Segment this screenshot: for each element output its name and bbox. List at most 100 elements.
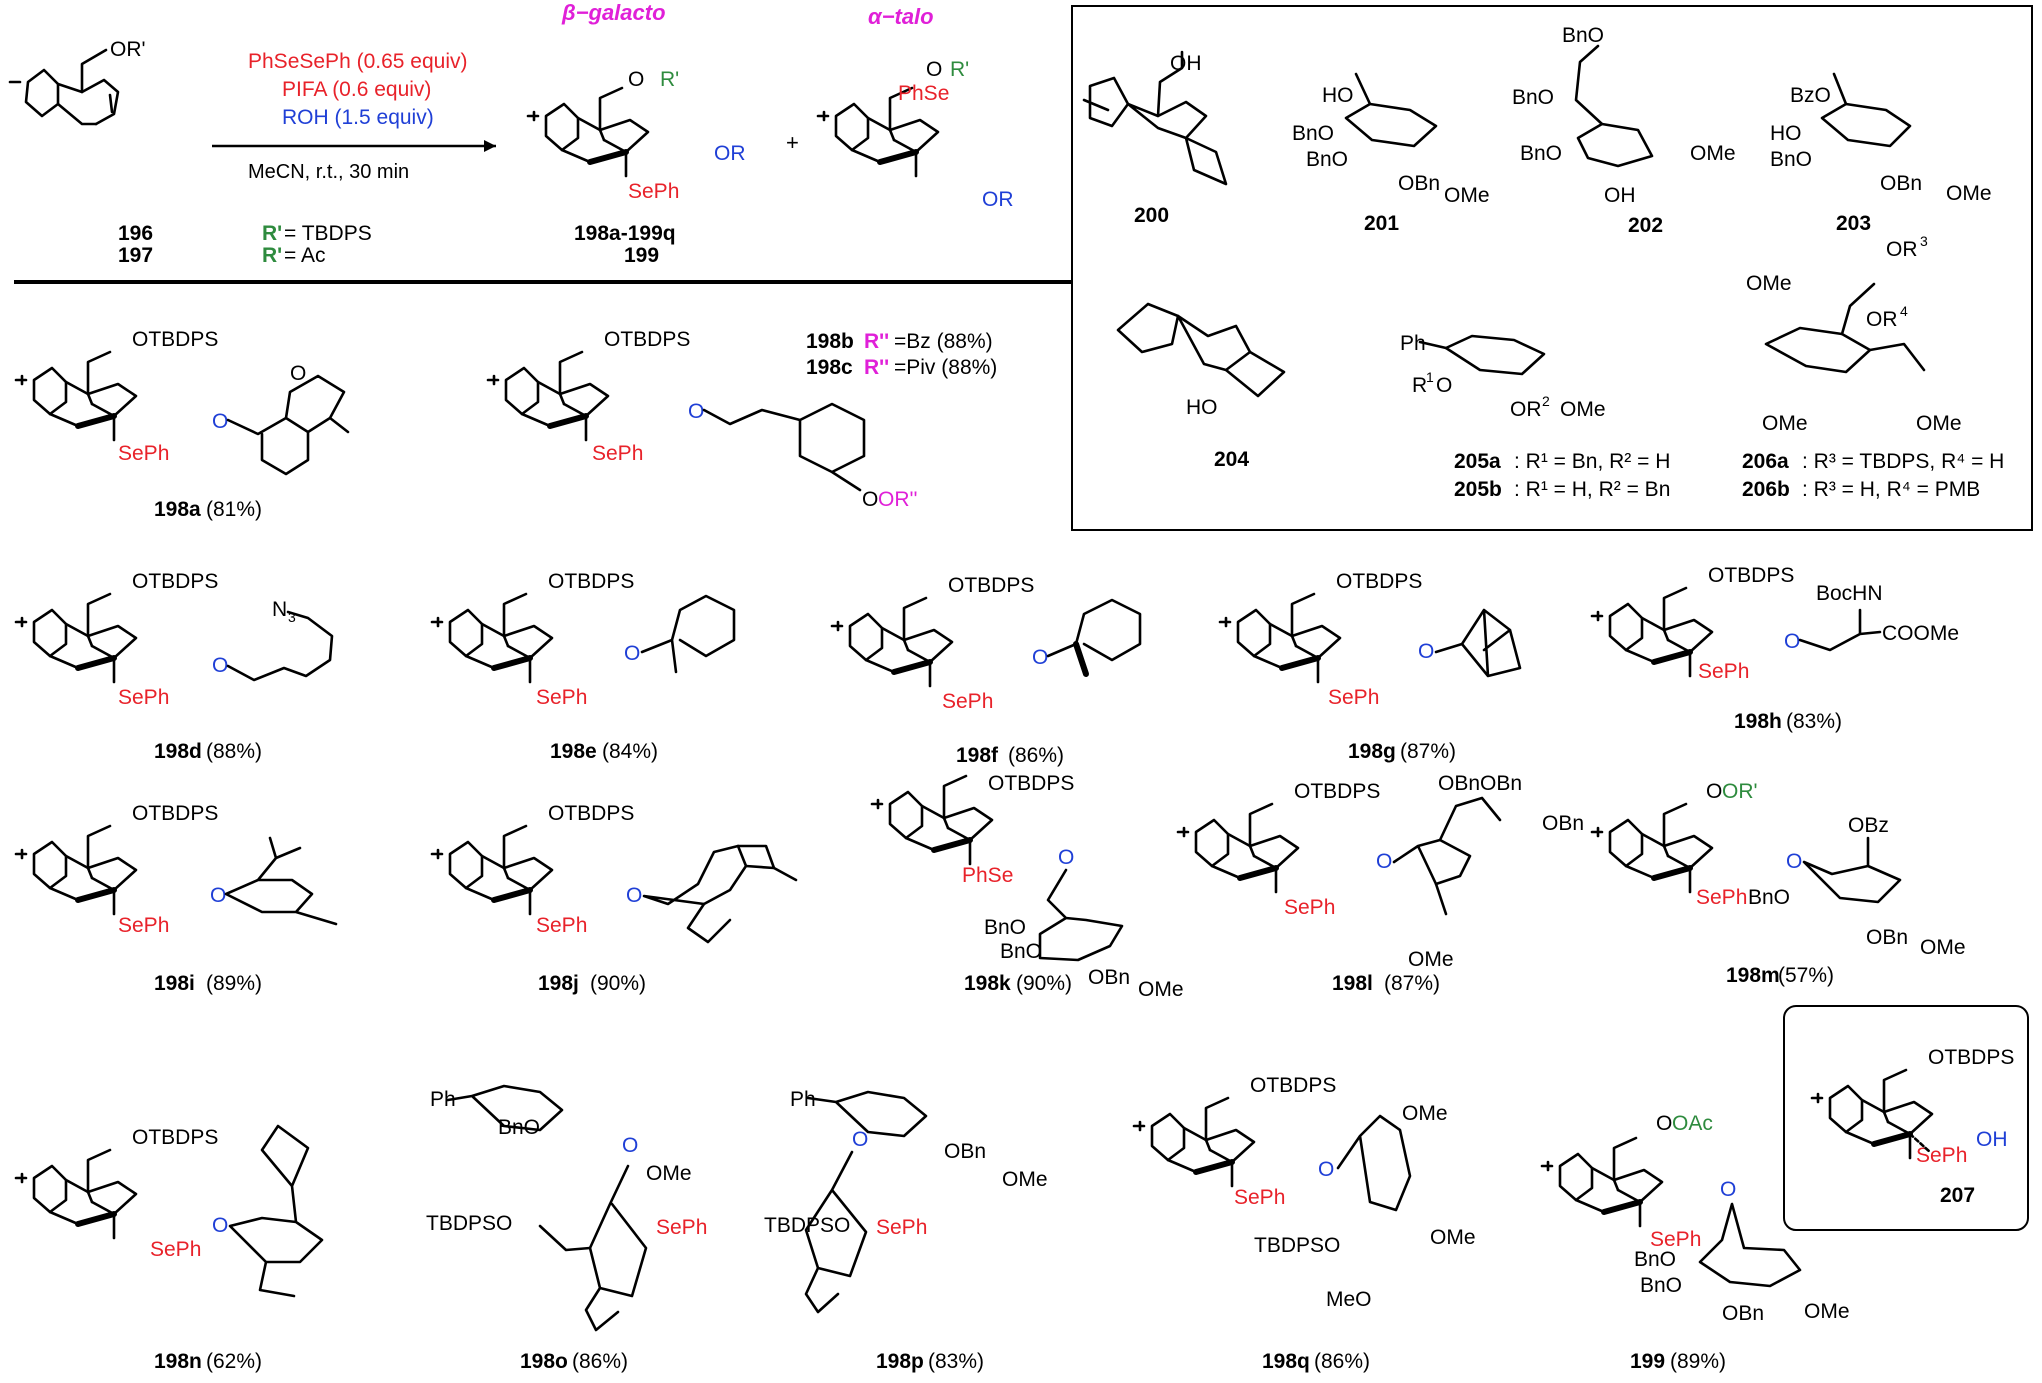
- 199-bno1: BnO: [1634, 1248, 1676, 1271]
- reagent-3: ROH (1.5 equiv): [282, 106, 434, 129]
- i-otbdps: OTBDPS: [132, 802, 218, 825]
- bc-o: O: [688, 400, 704, 423]
- m-o1: O: [1706, 780, 1722, 803]
- id-204: 204: [1214, 448, 1249, 471]
- j-otbdps: OTBDPS: [548, 802, 634, 825]
- yield-198j: (90%): [590, 972, 646, 995]
- n-o: O: [212, 1214, 228, 1237]
- p-tbdpso: TBDPSO: [764, 1214, 850, 1237]
- a-otbdps: OTBDPS: [132, 328, 218, 351]
- q-meo: MeO: [1326, 1288, 1372, 1311]
- k-o: O: [1058, 846, 1074, 869]
- product-198q: OTBDPS SePh O OMe TBDPSO OMe MeO: [1134, 1074, 1476, 1311]
- a-seph: SePh: [118, 442, 169, 465]
- 199-o1: O: [1656, 1112, 1672, 1135]
- id-198c: 198c: [806, 356, 853, 379]
- product-198e: OTBDPS SePh O: [432, 570, 736, 709]
- acceptor-box: OH 200 HO BnO BnO OBn OMe 201 BnO BnO Bn…: [1071, 5, 2033, 531]
- g-seph: SePh: [1328, 686, 1379, 709]
- p-ph: Ph: [790, 1088, 816, 1111]
- id-198b: 198b: [806, 330, 854, 353]
- o-tbdpso: TBDPSO: [426, 1212, 512, 1235]
- reagent-2: PIFA (0.6 equiv): [282, 78, 431, 101]
- product-id-2: 199: [624, 244, 659, 267]
- 199-o: O: [1720, 1178, 1736, 1201]
- r-198c: R'': [864, 356, 889, 379]
- c205-ome: OMe: [1560, 398, 1606, 421]
- yield-198h: (83%): [1786, 710, 1842, 733]
- q-ome2: OMe: [1430, 1226, 1476, 1249]
- caption-206b: : R³ = H, R⁴ = PMB: [1802, 478, 1980, 501]
- alpha-o: O: [926, 58, 942, 81]
- c206-or4: OR: [1866, 308, 1898, 331]
- bc-seph: SePh: [592, 442, 643, 465]
- id-205b: 205b: [1454, 478, 1502, 501]
- c202-oh: OH: [1604, 184, 1636, 207]
- o-o: O: [622, 1134, 638, 1157]
- k-ome: OMe: [1138, 978, 1184, 1001]
- m-bno: BnO: [1748, 886, 1790, 909]
- beta-title: β−galacto: [561, 0, 666, 25]
- alpha-r: R': [950, 58, 969, 81]
- id-198a: 198a: [154, 498, 201, 521]
- 207-otbdps: OTBDPS: [1928, 1046, 2014, 1069]
- id-198h: 198h: [1734, 710, 1782, 733]
- l-obn3: OBn: [1542, 812, 1584, 835]
- i-o: O: [210, 884, 226, 907]
- reagents: PhSeSePh (0.65 equiv) PIFA (0.6 equiv) R…: [212, 50, 496, 183]
- c205-or-sup: 2: [1542, 393, 1550, 409]
- bc-otbdps: OTBDPS: [604, 328, 690, 351]
- id-206b: 206b: [1742, 478, 1790, 501]
- start-or-label: OR': [110, 38, 146, 61]
- yield-198a: (81%): [206, 498, 262, 521]
- alpha-phse: PhSe: [898, 82, 949, 105]
- c202-ome: OMe: [1690, 142, 1736, 165]
- product-198g: OTBDPS SePh O: [1220, 570, 1522, 709]
- k-bno1: BnO: [984, 916, 1026, 939]
- c205-o: O: [1436, 374, 1452, 397]
- id-198f: 198f: [956, 744, 999, 767]
- id-198i: 198i: [154, 972, 195, 995]
- h-seph: SePh: [1698, 660, 1749, 683]
- bc-orpp: OR'': [878, 488, 918, 511]
- conditions: MeCN, r.t., 30 min: [248, 161, 409, 183]
- c203-ome: OMe: [1946, 182, 1992, 205]
- f-o: O: [1032, 646, 1048, 669]
- p-seph: SePh: [876, 1216, 927, 1239]
- caption-205a: : R¹ = Bn, R² = H: [1514, 450, 1670, 473]
- p-o: O: [852, 1128, 868, 1151]
- 207-oh: OH: [1976, 1128, 2008, 1151]
- r-value-2: = Ac: [284, 244, 325, 267]
- yield-198f: (86%): [1008, 744, 1064, 767]
- j-o: O: [626, 884, 642, 907]
- r-198b: R'': [864, 330, 889, 353]
- o-ph: Ph: [430, 1088, 456, 1111]
- id-198q: 198q: [1262, 1350, 1310, 1373]
- product-198h: OTBDPS SePh O BocHN COOMe: [1592, 564, 1959, 683]
- product-id-1: 198a-199q: [574, 222, 676, 245]
- c204-ho: HO: [1186, 396, 1218, 419]
- c203-bzo: BzO: [1790, 84, 1831, 107]
- id-198l: 198l: [1332, 972, 1373, 995]
- e-o: O: [624, 642, 640, 665]
- product-beta: β−galacto R' O SePh OR 198a-199q 199: [528, 0, 746, 267]
- inset-207: OTBDPS SePh OH 207: [1783, 1005, 2029, 1231]
- product-198o: Ph BnO O OMe SePh TBDPSO: [426, 1084, 707, 1332]
- l-otbdps: OTBDPS: [1294, 780, 1380, 803]
- d-n: N: [272, 598, 287, 621]
- d-otbdps: OTBDPS: [132, 570, 218, 593]
- d-seph: SePh: [118, 686, 169, 709]
- c203-ho: HO: [1770, 122, 1802, 145]
- l-obn1: OBn: [1438, 772, 1480, 795]
- yield-198q: (86%): [1314, 1350, 1370, 1373]
- id-201: 201: [1364, 212, 1399, 235]
- product-198a: OTBDPS SePh O O: [16, 328, 350, 476]
- id-198n: 198n: [154, 1350, 202, 1373]
- product-199: O OAc SePh O BnO BnO OBn OMe: [1542, 1112, 1850, 1325]
- q-o: O: [1318, 1158, 1334, 1181]
- plus-sign: +: [786, 130, 799, 155]
- 199-oac: OAc: [1672, 1112, 1713, 1135]
- yield-198g: (87%): [1400, 740, 1456, 763]
- product-198l: OTBDPS SePh O OBn OBn OBn OMe: [1178, 772, 1584, 971]
- note-198b: =Bz (88%): [894, 330, 993, 353]
